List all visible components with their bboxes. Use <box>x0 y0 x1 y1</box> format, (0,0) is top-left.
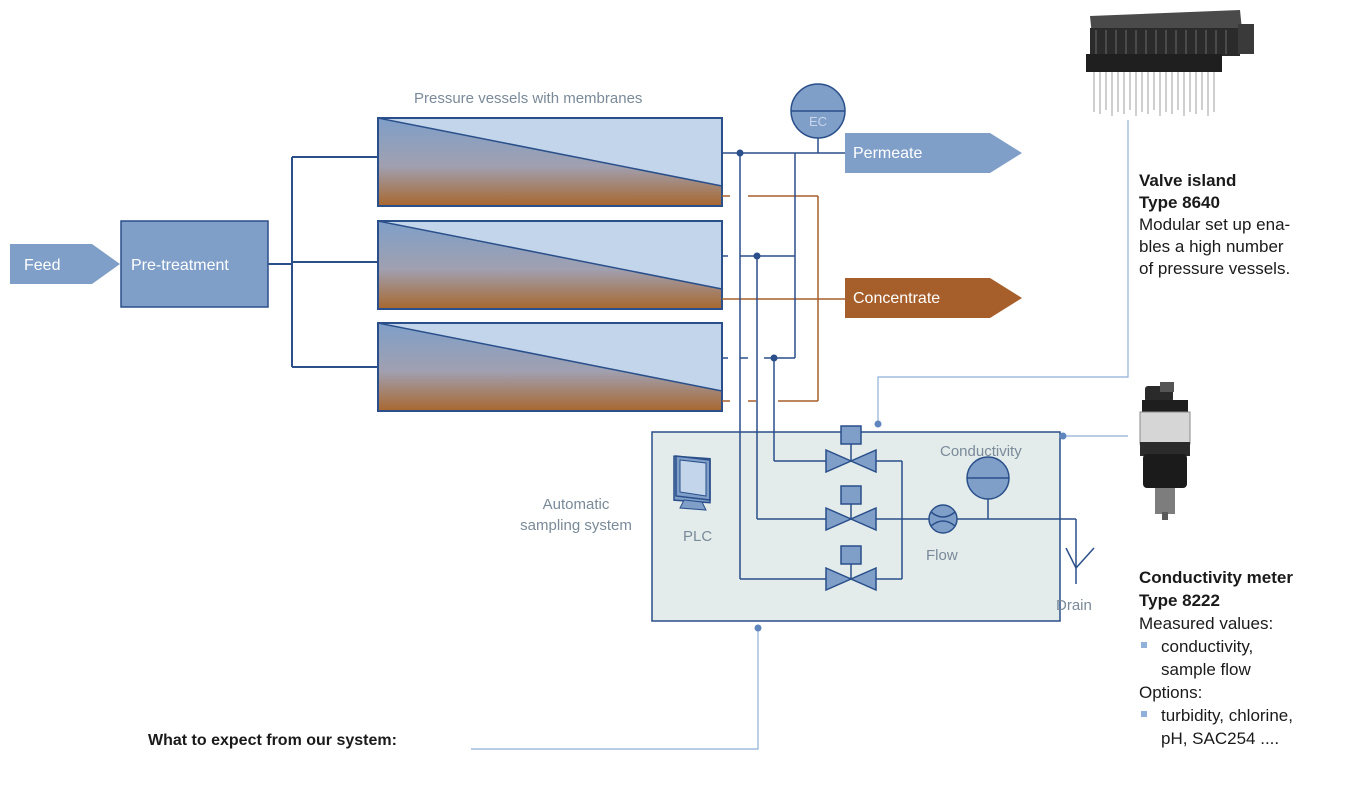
sampling-valve-1 <box>825 425 877 474</box>
pressure-vessel-2 <box>377 220 723 310</box>
permeate-label: Permeate <box>853 145 922 162</box>
measured-values-label: Measured values: <box>1139 614 1274 633</box>
flow-meter-icon <box>928 504 958 534</box>
pretreatment-box: Pre-treatment <box>120 220 269 308</box>
sampling-valve-3 <box>825 545 877 592</box>
conductivity-meter-info: Conductivity meter Type 8222 Measured va… <box>1139 566 1293 750</box>
option-item-2: pH, SAC254 .... <box>1161 729 1280 748</box>
feed-arrow: Feed <box>10 244 120 284</box>
feed-label: Feed <box>24 257 60 274</box>
measured-item-1: conductivity, <box>1139 635 1293 658</box>
drain-label: Drain <box>1056 597 1092 614</box>
plc-monitor-icon <box>673 455 711 511</box>
vessels-title: Pressure vessels with membranes <box>414 90 642 107</box>
valve-island-info: Valve island Type 8640 Modular set up en… <box>1139 170 1290 280</box>
junction-dots <box>736 149 778 362</box>
valve-island-image <box>1086 10 1254 116</box>
concentrate-label: Concentrate <box>853 290 940 307</box>
callout-dots <box>754 420 1067 632</box>
drain-icon <box>1065 547 1095 584</box>
conductivity-meter-title: Conductivity meter <box>1139 568 1293 587</box>
sampling-label-2: sampling system <box>520 517 632 534</box>
pretreatment-label: Pre-treatment <box>131 257 229 274</box>
conductivity-meter-image <box>1139 382 1191 520</box>
concentrate-arrow: Concentrate <box>845 278 1022 318</box>
ec-sensor: EC <box>790 83 846 139</box>
conductivity-sensor-icon <box>966 456 1010 500</box>
valve-island-title: Valve island <box>1139 171 1237 190</box>
valve-island-desc-2: bles a high number <box>1139 237 1284 256</box>
sampling-label-1: Automatic <box>543 496 610 513</box>
pressure-vessel-3 <box>377 322 723 412</box>
pressure-vessel-1 <box>377 117 723 207</box>
conductivity-meter-type: Type 8222 <box>1139 591 1220 610</box>
valve-island-type: Type 8640 <box>1139 193 1220 212</box>
expect-heading: What to expect from our system: <box>148 732 397 749</box>
permeate-arrow: Permeate <box>845 133 1022 173</box>
sampling-valve-2 <box>825 485 877 532</box>
conductivity-label: Conductivity <box>940 443 1022 460</box>
sampling-pipework <box>740 460 1077 580</box>
ec-label: EC <box>809 114 827 129</box>
option-item-1: turbidity, chlorine, <box>1139 704 1293 727</box>
feed-manifold <box>268 156 378 368</box>
callout-lines <box>471 120 1129 750</box>
plc-label: PLC <box>683 528 712 545</box>
options-label: Options: <box>1139 683 1203 702</box>
valve-island-desc-1: Modular set up ena- <box>1139 215 1291 234</box>
concentrate-lines <box>722 195 845 402</box>
valve-island-desc-3: of pressure vessels. <box>1139 259 1291 278</box>
measured-item-2: sample flow <box>1161 660 1251 679</box>
flow-label: Flow <box>926 547 958 564</box>
